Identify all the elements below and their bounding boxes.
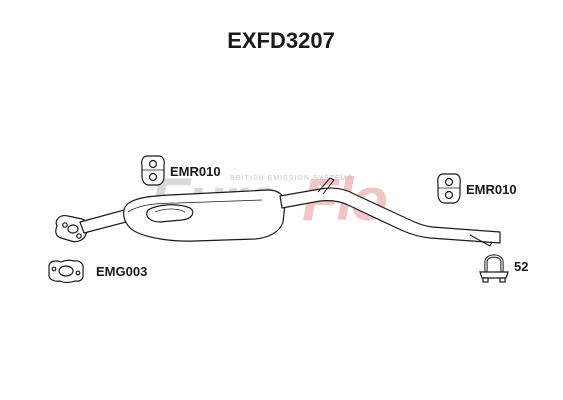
watermark-tagline: BRITISH EMISSION SYSTEMS [230, 175, 353, 182]
inlet-pipe [79, 208, 131, 234]
silencer-box [123, 189, 286, 242]
rubber-mount-icon [437, 173, 461, 204]
part-number-title: EXFD3207 [227, 28, 335, 53]
u-bolt-clamp-icon [479, 254, 509, 283]
outlet-pipe [279, 187, 501, 244]
hanger-rod-tail [469, 234, 493, 247]
gasket-label: EMG003 [96, 264, 147, 279]
rubber-mount-icon [141, 155, 165, 186]
clamp-label: 52 [514, 259, 528, 274]
rubber-mount-left-label: EMR010 [170, 164, 221, 179]
exhaust-pipe-assembly [55, 177, 501, 247]
inlet-flange [55, 215, 89, 243]
hanger-rod-middle [317, 177, 335, 195]
flange-gasket-icon [48, 259, 84, 284]
rubber-mount-right-label: EMR010 [466, 182, 517, 197]
